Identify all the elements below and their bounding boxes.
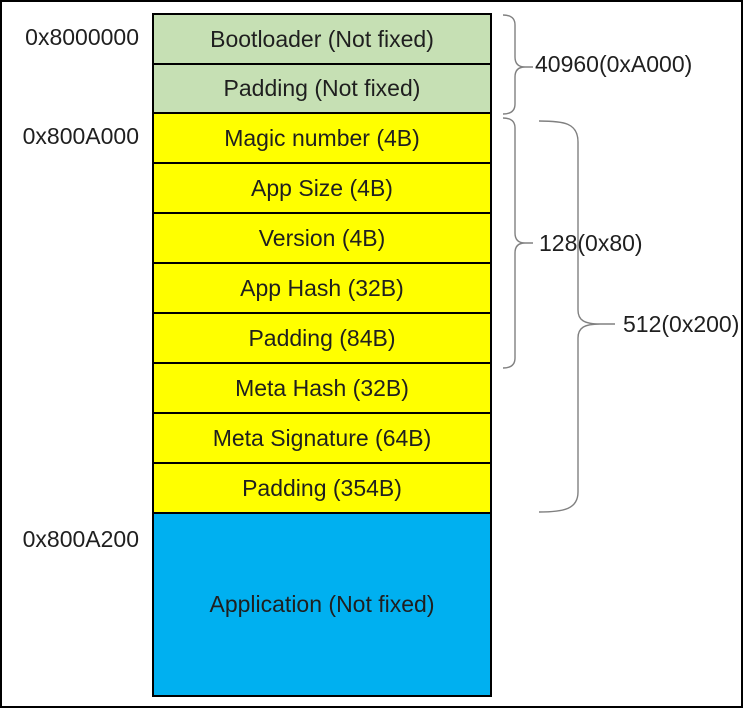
memory-region-padding-354b: Padding (354B) bbox=[152, 462, 492, 514]
size-annotation-bootloader: 40960(0xA000) bbox=[535, 51, 693, 77]
memory-region-column: Bootloader (Not fixed) Padding (Not fixe… bbox=[152, 13, 492, 697]
address-label-0x800A000: 0x800A000 bbox=[22, 123, 139, 149]
memory-region-application: Application (Not fixed) bbox=[152, 512, 492, 697]
memory-region-app-hash: App Hash (32B) bbox=[152, 262, 492, 314]
memory-region-meta-signature: Meta Signature (64B) bbox=[152, 412, 492, 464]
brace-metadata-128 bbox=[502, 117, 533, 369]
brace-metadata-512 bbox=[538, 120, 615, 513]
address-label-0x8000000: 0x8000000 bbox=[25, 24, 139, 50]
memory-region-bootloader: Bootloader (Not fixed) bbox=[152, 13, 492, 65]
memory-region-meta-hash: Meta Hash (32B) bbox=[152, 362, 492, 414]
memory-region-app-size: App Size (4B) bbox=[152, 162, 492, 214]
memory-region-version: Version (4B) bbox=[152, 212, 492, 264]
memory-region-padding-bootloader: Padding (Not fixed) bbox=[152, 63, 492, 114]
memory-region-padding-84b: Padding (84B) bbox=[152, 312, 492, 364]
memory-region-magic-number: Magic number (4B) bbox=[152, 112, 492, 164]
size-annotation-128: 128(0x80) bbox=[539, 230, 643, 256]
size-annotation-512: 512(0x200) bbox=[623, 311, 740, 337]
address-label-0x800A200: 0x800A200 bbox=[22, 526, 139, 552]
brace-bootloader-area bbox=[502, 14, 533, 115]
